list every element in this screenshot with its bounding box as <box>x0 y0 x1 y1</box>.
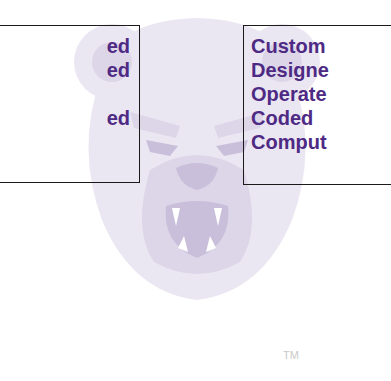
box-text: Custom <box>251 34 391 58</box>
text-box: CustomDesigneOperateCodedComput <box>243 25 391 185</box>
trademark-mark: TM <box>283 349 299 361</box>
box-text: Operate <box>251 82 391 106</box>
box-text: ed <box>0 58 130 82</box>
text-box: ededed <box>0 25 140 183</box>
box-text: ed <box>0 106 130 130</box>
box-text: Comput <box>251 130 391 154</box>
box-text: Coded <box>251 106 391 130</box>
box-text: ed <box>0 34 130 58</box>
box-text: Designe <box>251 58 391 82</box>
